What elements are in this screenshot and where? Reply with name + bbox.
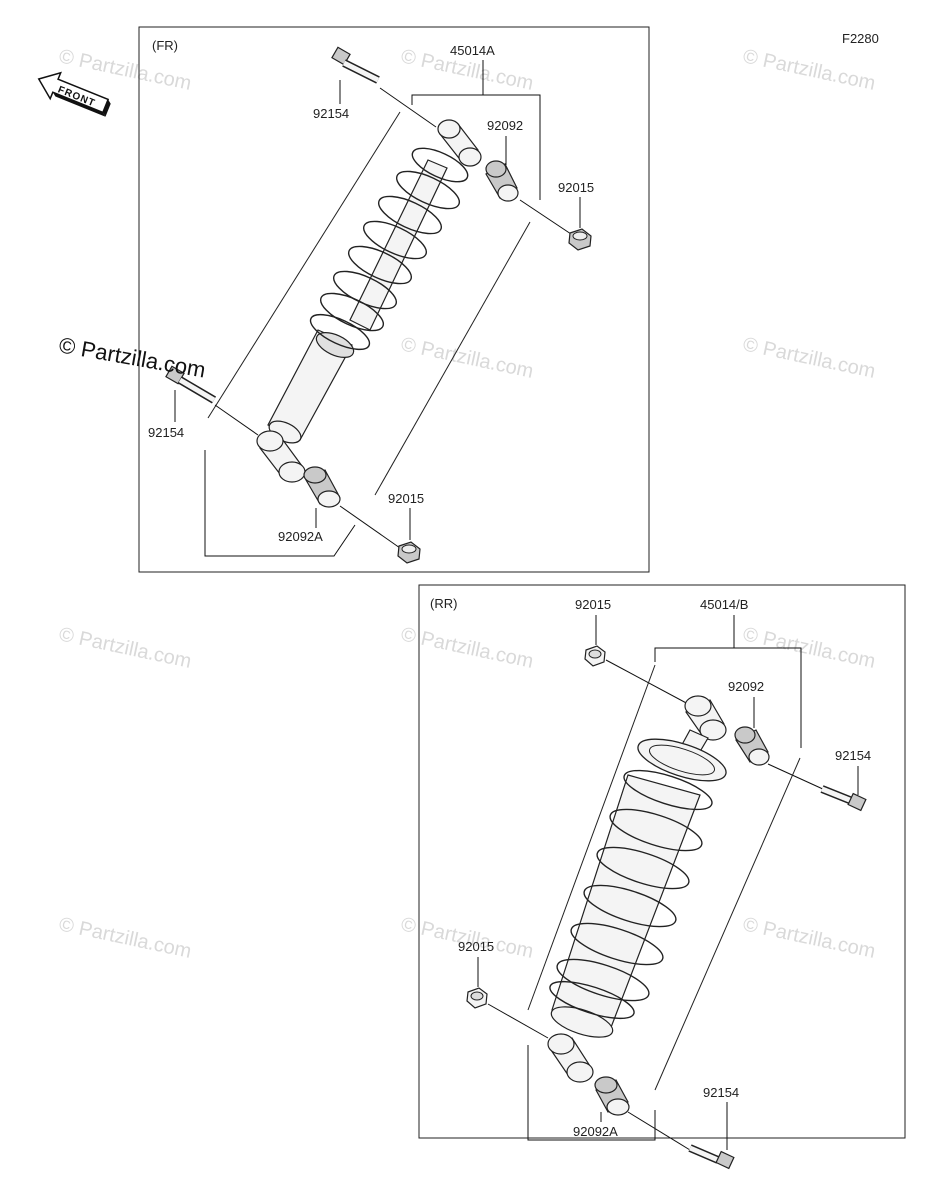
callout-92015: 92015 (558, 180, 594, 195)
callout-92015: 92015 (388, 491, 424, 506)
bolt-92154-lower (688, 1144, 735, 1170)
bolt-92154 (331, 46, 380, 84)
nut-92015 (584, 645, 606, 667)
callout-92154: 92154 (313, 106, 349, 121)
panel-title: (RR) (430, 596, 457, 611)
callout-92015: 92015 (458, 939, 494, 954)
panel-frame (418, 584, 906, 1139)
leader-line (527, 1045, 656, 1141)
callout-92092: 92092 (487, 118, 523, 133)
lower-mount-eye (547, 1033, 594, 1083)
leader-line (734, 647, 802, 748)
callout-45014a: 45014A (450, 43, 495, 58)
upper-mount-eye (684, 695, 727, 741)
callout-92092a: 92092A (278, 529, 323, 544)
leader-line (627, 1111, 691, 1151)
watermark: © Partzilla.com (741, 913, 877, 963)
callout-92015: 92015 (575, 597, 611, 612)
leader-line (654, 615, 735, 662)
leader-line (605, 659, 691, 706)
watermark: © Partzilla.com (57, 913, 193, 963)
bushing-92092 (734, 726, 770, 766)
bushing-92092a (594, 1076, 630, 1116)
leader-line (379, 87, 437, 128)
diagram-code: F2280 (842, 31, 879, 46)
bushing-92092a (303, 466, 341, 508)
leader-line (339, 505, 401, 549)
front-arrow-icon: FRONT (37, 71, 111, 117)
bushing-92092 (485, 160, 519, 202)
nut-92015-lower (397, 541, 421, 564)
bolt-92154 (820, 785, 867, 812)
watermark: © Partzilla.com (741, 45, 877, 95)
watermark: © Partzilla.com (57, 623, 193, 673)
callout-92154: 92154 (148, 425, 184, 440)
front-shock-panel: (FR) 45014A 92154 92092 (138, 26, 650, 573)
callout-92154: 92154 (703, 1085, 739, 1100)
watermark-overlay: © Partzilla.com (57, 332, 207, 382)
nut-92015 (568, 228, 592, 251)
callout-92092: 92092 (728, 679, 764, 694)
rear-shock-panel: (RR) 92015 45014/B 92092 92154 (418, 584, 906, 1170)
leader-line (204, 450, 356, 557)
watermark-group: © Partzilla.com © Partzilla.com © Partzi… (57, 45, 877, 963)
panel-title: (FR) (152, 38, 178, 53)
callout-92092a: 92092A (573, 1124, 618, 1139)
watermark: © Partzilla.com (741, 333, 877, 383)
bolt-92154-lower (165, 365, 217, 404)
nut-92015-lower (466, 987, 488, 1009)
leader-line (519, 199, 575, 237)
panel-frame (138, 26, 650, 573)
leader-line (487, 1003, 549, 1039)
lower-mount-eye (256, 430, 306, 483)
leader-line (483, 94, 541, 200)
leader-line (767, 763, 826, 791)
callout-45014b: 45014/B (700, 597, 748, 612)
upper-mount-eye (437, 119, 482, 167)
front-shock-absorber (207, 111, 531, 496)
callout-92154: 92154 (835, 748, 871, 763)
leader-line (411, 60, 484, 105)
watermark: © Partzilla.com (399, 333, 535, 383)
rear-shock-absorber (527, 664, 801, 1091)
leader-line (214, 404, 259, 436)
